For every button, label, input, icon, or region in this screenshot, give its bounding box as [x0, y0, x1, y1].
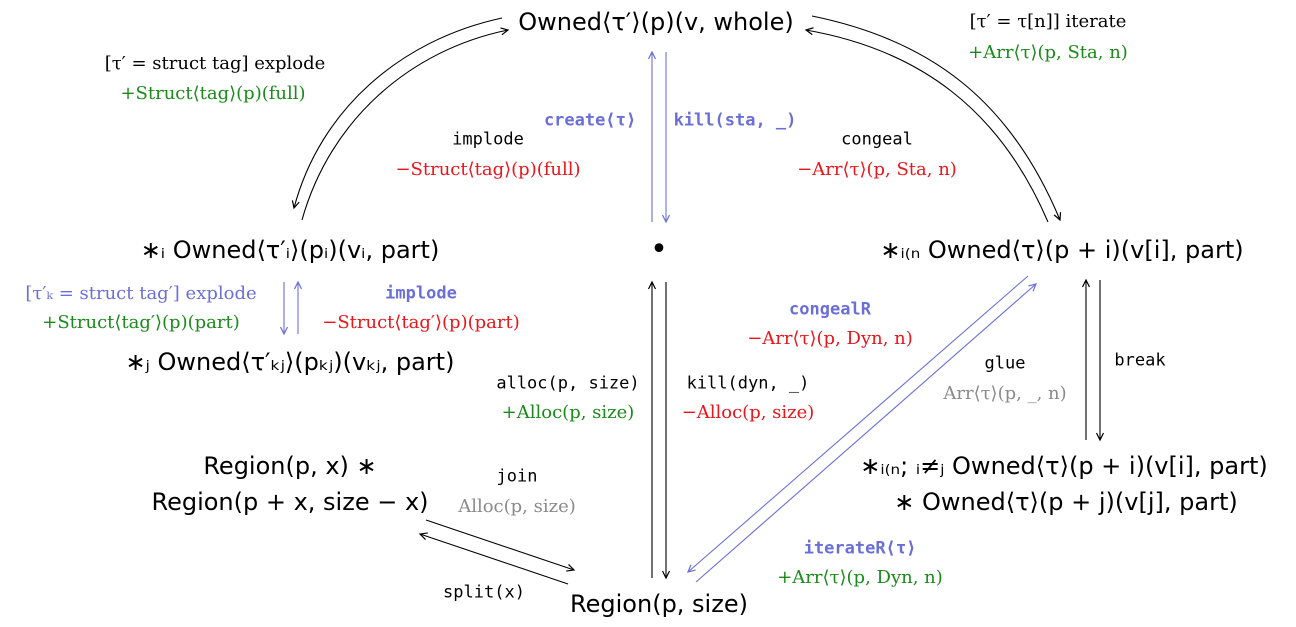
- label-kill-dyn-effect: −Alloc(p, size): [681, 402, 815, 423]
- label-explode-top-effect: +Struct⟨tag⟩(p)(full): [120, 83, 306, 104]
- node-owned-fields: ∗ᵢ Owned⟨τ′ᵢ⟩(pᵢ)(vᵢ, part): [140, 236, 440, 264]
- label-glue: glue: [984, 353, 1026, 374]
- congealR-arrow: [686, 275, 1029, 573]
- label-explode-left-condition: [τ′ₖ = struct tag′] explode: [25, 283, 257, 304]
- label-iterate-condition: [τ′ = τ[n]] iterate: [969, 11, 1127, 32]
- label-glue-effect: Arr⟨τ⟩(p, _, n): [943, 383, 1067, 404]
- label-implode-left-effect: −Struct⟨tag′⟩(p)(part): [322, 312, 520, 333]
- label-create: create⟨τ⟩: [543, 110, 637, 131]
- label-alloc-effect: +Alloc(p, size): [501, 402, 635, 423]
- label-kill-sta: kill(sta, _): [673, 110, 797, 131]
- node-owned-whole: Owned⟨τ′⟩(p)(v, whole): [518, 8, 794, 36]
- implode-top-arrow: [301, 27, 510, 221]
- node-region-split-first: Region(p, x) ∗: [203, 452, 377, 480]
- label-iterateR-effect: +Arr⟨τ⟩(p, Dyn, n): [777, 567, 943, 588]
- label-explode-top-condition: [τ′ = struct tag] explode: [104, 53, 326, 74]
- label-implode-left: implode: [385, 283, 457, 304]
- label-join-effect: Alloc(p, size): [458, 496, 576, 517]
- node-empty: •: [650, 232, 668, 267]
- node-region-split-second: Region(p + x, size − x): [151, 488, 429, 516]
- split-arrow: [418, 532, 569, 585]
- node-owned-elements-except-j: ∗ᵢ₍ₙ; ᵢ≠ⱼ Owned⟨τ⟩(p + i)(v[i], part): [860, 452, 1268, 480]
- congeal-arrow: [804, 27, 1049, 223]
- iterate-arrow: [811, 15, 1062, 222]
- node-owned-array-elements: ∗ᵢ₍ₙ Owned⟨τ⟩(p + i)(v[i], part): [880, 236, 1244, 264]
- label-congeal: congeal: [841, 129, 913, 150]
- label-implode-top-effect: −Struct⟨tag⟩(p)(full): [395, 159, 581, 180]
- label-congealR-effect: −Arr⟨τ⟩(p, Dyn, n): [747, 328, 913, 349]
- explode-top-arrow: [291, 17, 503, 210]
- iterateR-arrow: [695, 283, 1038, 583]
- join-arrow: [425, 519, 576, 572]
- label-join: join: [496, 466, 538, 487]
- label-alloc: alloc(p, size): [496, 373, 640, 394]
- label-congeal-effect: −Arr⟨τ⟩(p, Sta, n): [797, 159, 957, 180]
- node-owned-subfields: ∗ⱼ Owned⟨τ′ₖⱼ⟩(pₖⱼ)(vₖⱼ, part): [125, 348, 455, 376]
- label-implode-top: implode: [452, 129, 524, 150]
- label-explode-left-effect: +Struct⟨tag′⟩(p)(part): [42, 312, 240, 333]
- node-owned-element-j: ∗ Owned⟨τ⟩(p + j)(v[j], part): [894, 488, 1238, 516]
- label-break: break: [1114, 350, 1166, 371]
- node-region: Region(p, size): [570, 590, 748, 618]
- label-kill-dyn: kill(dyn, _): [686, 373, 810, 394]
- label-congealR: congealR: [789, 299, 871, 320]
- label-split: split(x): [443, 582, 525, 603]
- label-iterate-effect: +Arr⟨τ⟩(p, Sta, n): [968, 42, 1128, 63]
- label-iterateR: iterateR⟨τ⟩: [803, 538, 917, 559]
